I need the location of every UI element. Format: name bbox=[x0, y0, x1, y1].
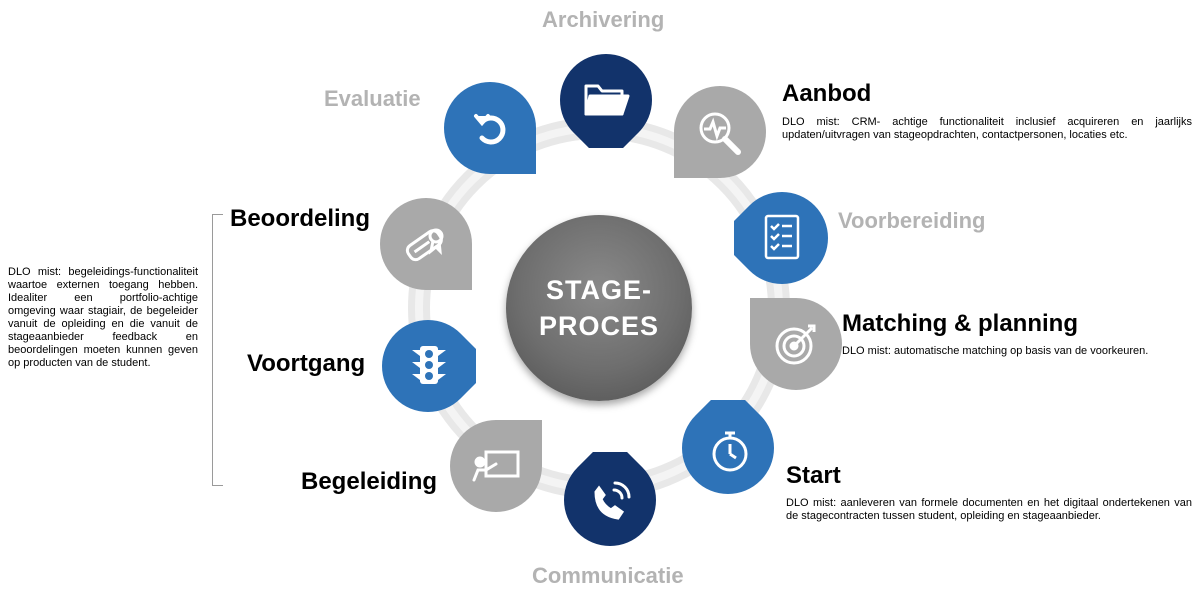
search-pulse-icon bbox=[699, 112, 741, 155]
stage-node-aanbod[interactable] bbox=[672, 84, 768, 180]
label-communicatie: Communicatie bbox=[532, 563, 684, 588]
target-icon bbox=[775, 324, 816, 365]
stage-node-voorbereiding[interactable] bbox=[734, 190, 830, 286]
desc-matching: DLO mist: automatische matching op basis… bbox=[842, 345, 1149, 357]
label-voortgang: Voortgang bbox=[247, 350, 366, 377]
stage-node-voortgang[interactable] bbox=[380, 318, 476, 414]
label-beoordeling: Beoordeling bbox=[230, 205, 371, 232]
stage-node-begeleiding[interactable] bbox=[448, 418, 544, 514]
stage-node-start[interactable] bbox=[680, 400, 776, 496]
presentation-icon bbox=[472, 450, 520, 482]
stage-node-communicatie[interactable] bbox=[562, 452, 658, 548]
label-voorbereiding: Voorbereiding bbox=[838, 208, 986, 233]
center-circle: STAGE- PROCES bbox=[506, 215, 692, 401]
label-aanbod: Aanbod bbox=[782, 80, 872, 107]
diploma-icon bbox=[405, 228, 444, 262]
desc-start: DLO mist: aanleveren van formele documen… bbox=[786, 497, 1192, 522]
label-evaluatie: Evaluatie bbox=[324, 86, 421, 111]
bracket-divider bbox=[212, 214, 223, 486]
label-start: Start bbox=[786, 462, 841, 489]
label-begeleiding: Begeleiding bbox=[301, 468, 438, 495]
label-matching: Matching & planning bbox=[842, 310, 1078, 337]
center-title-line2: PROCES bbox=[538, 311, 660, 341]
stage-node-archivering[interactable] bbox=[558, 52, 654, 148]
stage-node-evaluatie[interactable] bbox=[442, 80, 538, 176]
refresh-icon bbox=[474, 114, 506, 145]
desc-beoordeling: DLO mist: begeleidings-functionaliteit w… bbox=[8, 266, 198, 369]
desc-aanbod: DLO mist: CRM- achtige functionaliteit i… bbox=[782, 116, 1192, 141]
checklist-icon bbox=[764, 214, 800, 260]
stage-node-beoordeling[interactable] bbox=[378, 196, 474, 292]
center-title-line1: STAGE- bbox=[546, 275, 652, 305]
traffic-light-icon bbox=[412, 346, 446, 384]
phone-icon bbox=[594, 481, 631, 520]
stopwatch-icon bbox=[712, 431, 748, 472]
folder-icon bbox=[584, 84, 630, 116]
label-archivering: Archivering bbox=[542, 7, 665, 32]
stage-node-matching[interactable] bbox=[748, 296, 844, 392]
